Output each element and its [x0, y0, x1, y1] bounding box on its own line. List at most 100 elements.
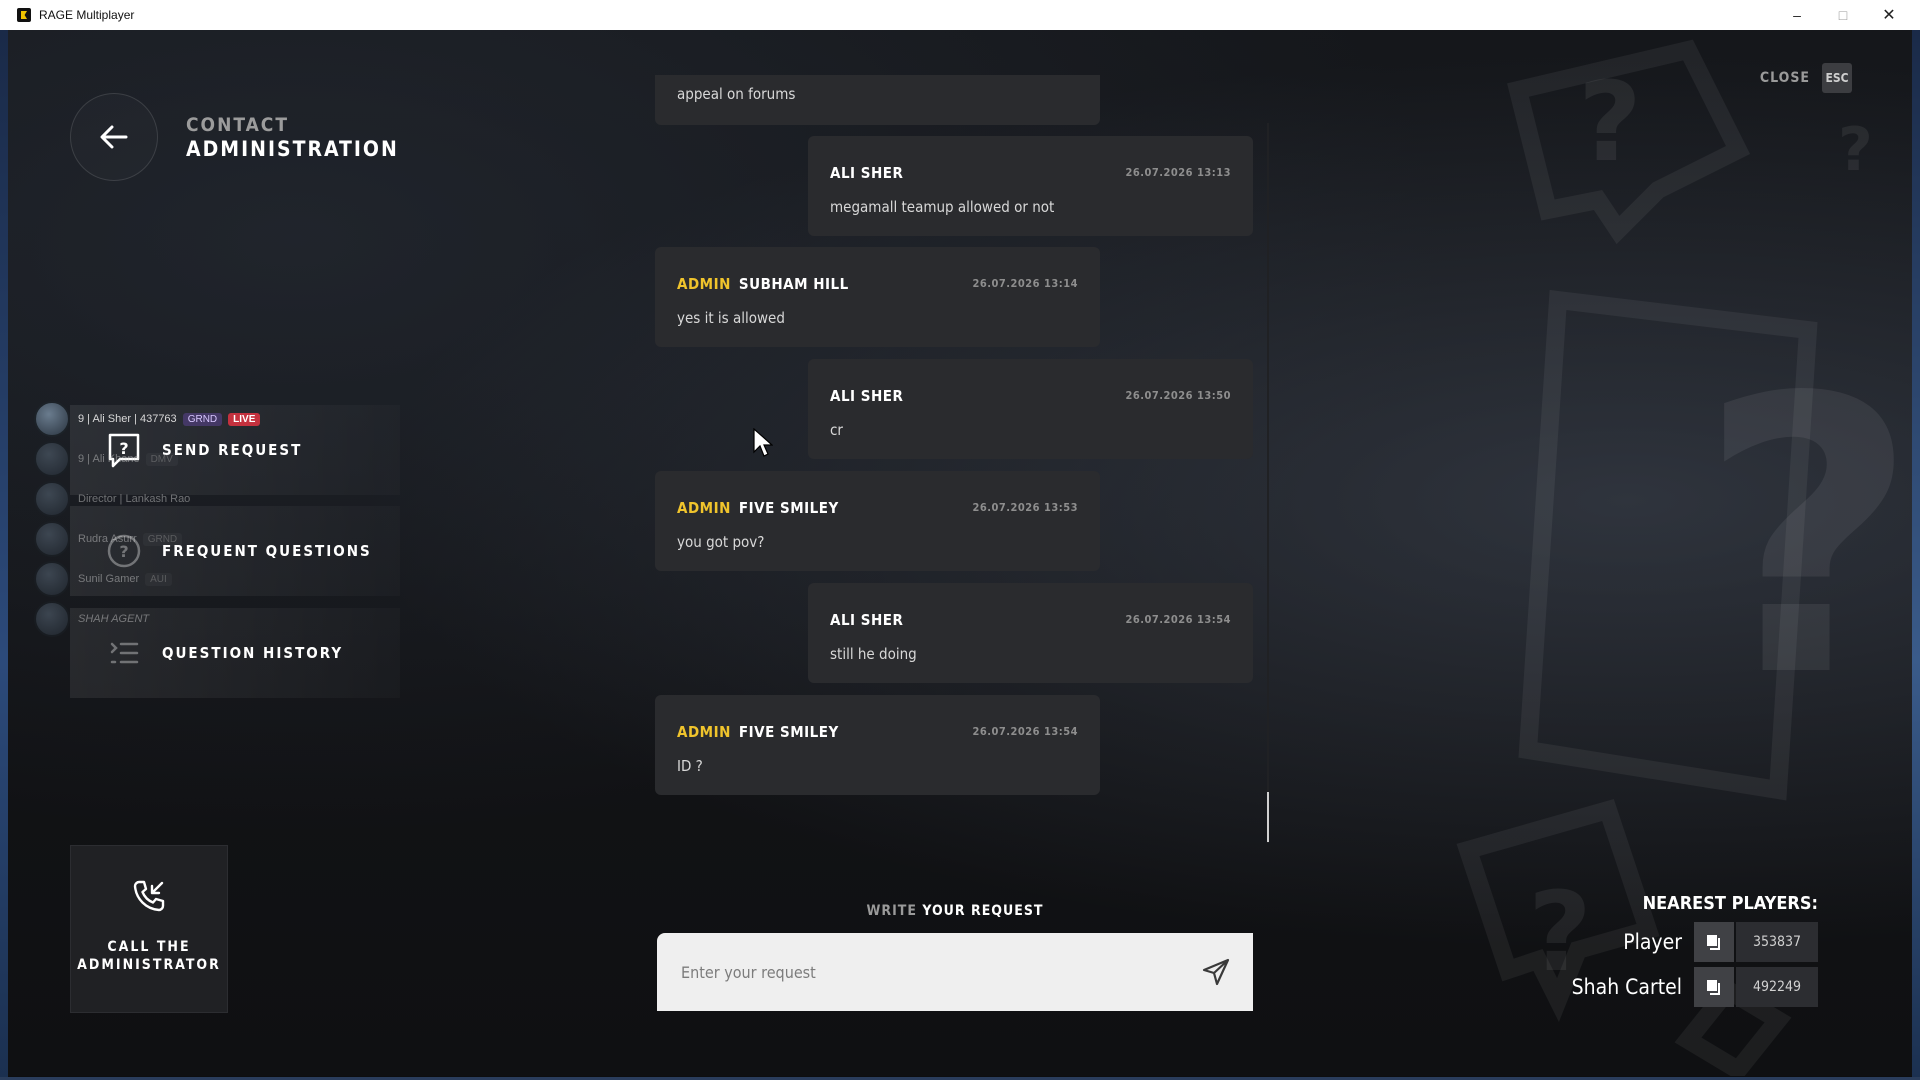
message-timestamp: 26.07.2026 13:14: [972, 277, 1078, 290]
paper-plane-icon: [1202, 958, 1230, 986]
window-titlebar: RAGE Multiplayer – □ ✕: [0, 0, 1920, 30]
menu-item-label: FREQUENT QUESTIONS: [162, 542, 372, 560]
minimize-icon[interactable]: –: [1793, 7, 1801, 23]
close-icon[interactable]: ✕: [1882, 7, 1896, 24]
close-control[interactable]: CLOSE ESC: [1760, 63, 1852, 93]
chat-message: appeal on forums: [655, 75, 1100, 125]
voice-row: 9 | Ali Khane DMV: [34, 441, 178, 477]
message-text: cr: [830, 421, 843, 439]
player-id: 353837: [1736, 922, 1818, 962]
grnd-badge: GRND: [182, 412, 223, 426]
question-circle-icon: ?: [94, 521, 154, 581]
page-title-line1: CONTACT: [186, 114, 289, 136]
svg-text:?: ?: [119, 542, 128, 561]
back-button[interactable]: [70, 93, 158, 181]
message-timestamp: 26.07.2026 13:54: [1125, 613, 1231, 626]
input-title-part2: YOUR REQUEST: [922, 903, 1044, 919]
window-edge-bottom: [0, 1077, 1920, 1080]
voice-row: SHAH AGENT: [34, 601, 150, 637]
message-author: FIVE SMILEY: [738, 499, 839, 517]
nearest-player-row: Player 353837: [1623, 922, 1818, 962]
call-label-line2: ADMINISTRATOR: [77, 957, 221, 973]
arrow-left-icon: [100, 125, 128, 149]
live-badge: LIVE: [228, 412, 261, 426]
voice-name: Rudra Asurr: [78, 533, 137, 545]
window-edge-left: [0, 30, 8, 1080]
message-timestamp: 26.07.2026 13:50: [1125, 389, 1231, 402]
voice-name: Director | Lankash Rao: [78, 493, 191, 505]
player-name: Player: [1623, 930, 1682, 954]
chat-message: ALI SHER 26.07.2026 13:54 still he doing: [808, 583, 1253, 683]
svg-text:?: ?: [1578, 58, 1642, 186]
player-name: Shah Cartel: [1571, 975, 1682, 999]
nearest-player-row: Shah Cartel 492249: [1572, 967, 1818, 1007]
message-timestamp: 26.07.2026 13:53: [972, 501, 1078, 514]
voice-name: 9 | Ali Khane: [78, 453, 140, 465]
rage-app-icon: [17, 8, 31, 22]
copy-icon: [1707, 935, 1720, 950]
message-author: SUBHAM HILL: [738, 275, 849, 293]
menu-item-question-history[interactable]: QUESTION HISTORY: [70, 608, 400, 698]
background-question-pattern: ? ? ? ?: [1456, 39, 1908, 1076]
message-author: ALI SHER: [830, 164, 904, 182]
grnd-badge: GRND: [143, 533, 182, 546]
svg-text:?: ?: [1698, 317, 1908, 760]
avatar: [34, 601, 70, 637]
esc-key-badge[interactable]: ESC: [1822, 63, 1852, 93]
svg-text:?: ?: [1528, 868, 1592, 996]
aui-badge: AUI: [145, 573, 172, 586]
copy-icon: [1707, 980, 1720, 995]
game-viewport: ? ? ? ? CONTACT ADMINISTRATION CLOSE ESC…: [8, 30, 1912, 1076]
call-administrator-button[interactable]: CALL THE ADMINISTRATOR: [70, 845, 228, 1013]
message-text: megamall teamup allowed or not: [830, 198, 1055, 216]
voice-row: Director | Lankash Rao: [34, 481, 191, 517]
close-label: CLOSE: [1759, 70, 1810, 86]
player-id: 492249: [1736, 967, 1818, 1007]
chat-scrollbar-track[interactable]: [1267, 123, 1269, 843]
message-timestamp: 26.07.2026 13:13: [1125, 166, 1231, 179]
message-text: still he doing: [830, 645, 917, 663]
svg-text:?: ?: [1838, 115, 1873, 185]
message-text: ID ?: [677, 757, 703, 775]
page-title-line2: ADMINISTRATION: [186, 137, 399, 161]
voice-name: 9 | Ali Sher | 437763: [78, 413, 177, 425]
dmv-badge: DMV: [146, 453, 178, 466]
message-author: FIVE SMILEY: [738, 723, 839, 741]
request-input[interactable]: [657, 933, 1253, 1011]
nearest-players-title: NEAREST PLAYERS:: [1642, 893, 1818, 914]
chat-thread[interactable]: appeal on forums ALI SHER 26.07.2026 13:…: [655, 75, 1255, 845]
chat-message: ALI SHER 26.07.2026 13:50 cr: [808, 359, 1253, 459]
call-label-line1: CALL THE: [107, 939, 191, 955]
copy-id-button[interactable]: [1694, 967, 1734, 1007]
message-role: ADMIN: [677, 499, 731, 517]
voice-row: 9 | Ali Sher | 437763 GRND LIVE: [34, 401, 261, 437]
message-timestamp: 26.07.2026 13:54: [972, 725, 1078, 738]
message-author: ALI SHER: [830, 387, 904, 405]
voice-name: SHAH AGENT: [78, 613, 150, 625]
send-button[interactable]: [1196, 952, 1236, 992]
input-title: WRITE YOUR REQUEST: [655, 903, 1255, 919]
menu-item-label: SEND REQUEST: [162, 441, 303, 459]
question-chat-icon: ?: [94, 420, 154, 480]
menu-item-label: QUESTION HISTORY: [162, 644, 344, 662]
avatar: [34, 401, 70, 437]
chat-scrollbar-thumb[interactable]: [1267, 792, 1269, 842]
input-title-part1: WRITE: [866, 903, 917, 919]
chat-message: ALI SHER 26.07.2026 13:13 megamall teamu…: [808, 136, 1253, 236]
avatar: [34, 441, 70, 477]
avatar: [34, 521, 70, 557]
voice-name: Sunil Gamer: [78, 573, 140, 585]
phone-incoming-icon: [129, 876, 169, 920]
message-author: ALI SHER: [830, 611, 904, 629]
window-edge-right: [1912, 30, 1920, 1080]
maximize-icon[interactable]: □: [1838, 7, 1848, 23]
message-text: appeal on forums: [677, 85, 796, 103]
copy-id-button[interactable]: [1694, 922, 1734, 962]
message-role: ADMIN: [677, 275, 731, 293]
list-history-icon: [94, 623, 154, 683]
avatar: [34, 481, 70, 517]
menu-item-frequent-questions[interactable]: ? FREQUENT QUESTIONS: [70, 506, 400, 596]
mouse-cursor-icon: [753, 428, 773, 457]
